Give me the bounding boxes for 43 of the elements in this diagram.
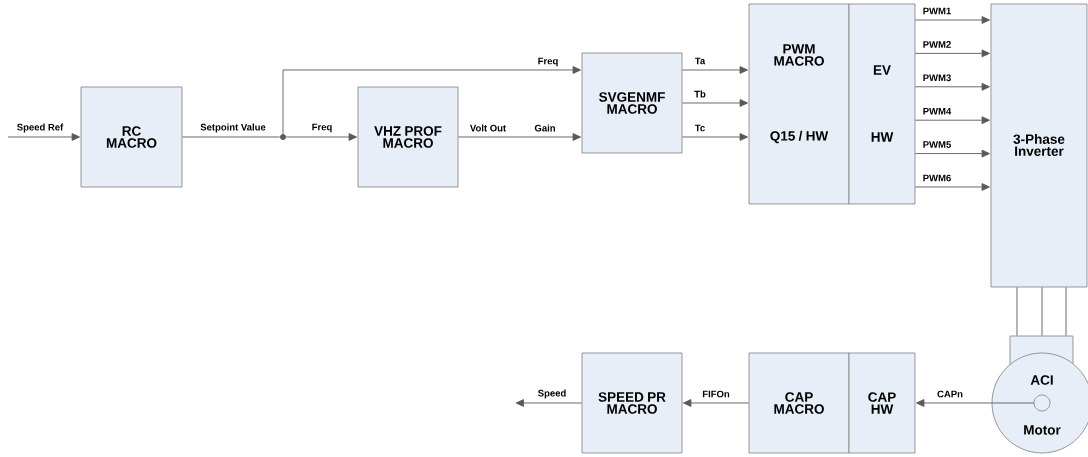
edge-label: CAPn bbox=[936, 389, 964, 399]
edge-label: FIFOn bbox=[701, 389, 731, 399]
edge-label: Ta bbox=[693, 56, 707, 66]
arrow bbox=[681, 66, 748, 74]
process-box: CAP MACRO bbox=[748, 352, 850, 454]
arrow bbox=[914, 183, 990, 191]
edge-label: Tc bbox=[693, 123, 707, 133]
process-box: CAP HW bbox=[848, 352, 916, 454]
process-box: 3-Phase Inverter bbox=[990, 3, 1088, 288]
edge-label: Speed bbox=[536, 388, 568, 400]
edge-label: Tb bbox=[693, 89, 707, 99]
edge-label: PWM4 bbox=[921, 106, 953, 116]
arrow bbox=[285, 133, 357, 141]
edge-label: PWM3 bbox=[921, 73, 953, 83]
arrow bbox=[457, 133, 581, 141]
edge-label: PWM6 bbox=[921, 173, 953, 183]
process-box: SPEED PR MACRO bbox=[581, 352, 683, 454]
edge-label: Freq bbox=[536, 56, 560, 68]
edge-label: Volt Out bbox=[468, 123, 508, 133]
edge-label: Speed Ref bbox=[15, 122, 65, 134]
arrow bbox=[914, 116, 990, 125]
edge-label: PWM2 bbox=[921, 40, 953, 49]
edge-label: Setpoint Value bbox=[199, 122, 267, 134]
arrow bbox=[282, 66, 581, 135]
process-box: RC MACRO bbox=[80, 86, 183, 188]
arrow bbox=[914, 82, 990, 91]
arrow bbox=[683, 399, 750, 407]
edge-label: Freq bbox=[310, 122, 334, 134]
arrow bbox=[681, 99, 748, 107]
arrow bbox=[7, 133, 80, 141]
process-box: EV HW bbox=[848, 3, 916, 205]
arrow bbox=[914, 149, 990, 158]
process-box: VHZ PROF MACRO bbox=[357, 86, 459, 188]
arrow bbox=[914, 49, 990, 58]
edge-label: PWM5 bbox=[921, 140, 953, 149]
arrow bbox=[914, 16, 990, 24]
process-box: SVGENMF MACRO bbox=[581, 52, 683, 154]
edge-label: PWM1 bbox=[921, 6, 953, 16]
arrow bbox=[681, 133, 748, 141]
arrow bbox=[916, 399, 1035, 407]
arrow bbox=[515, 399, 583, 407]
signal-label: Gain bbox=[533, 123, 557, 133]
process-box: PWM MACRO Q15 / HW bbox=[748, 3, 850, 205]
